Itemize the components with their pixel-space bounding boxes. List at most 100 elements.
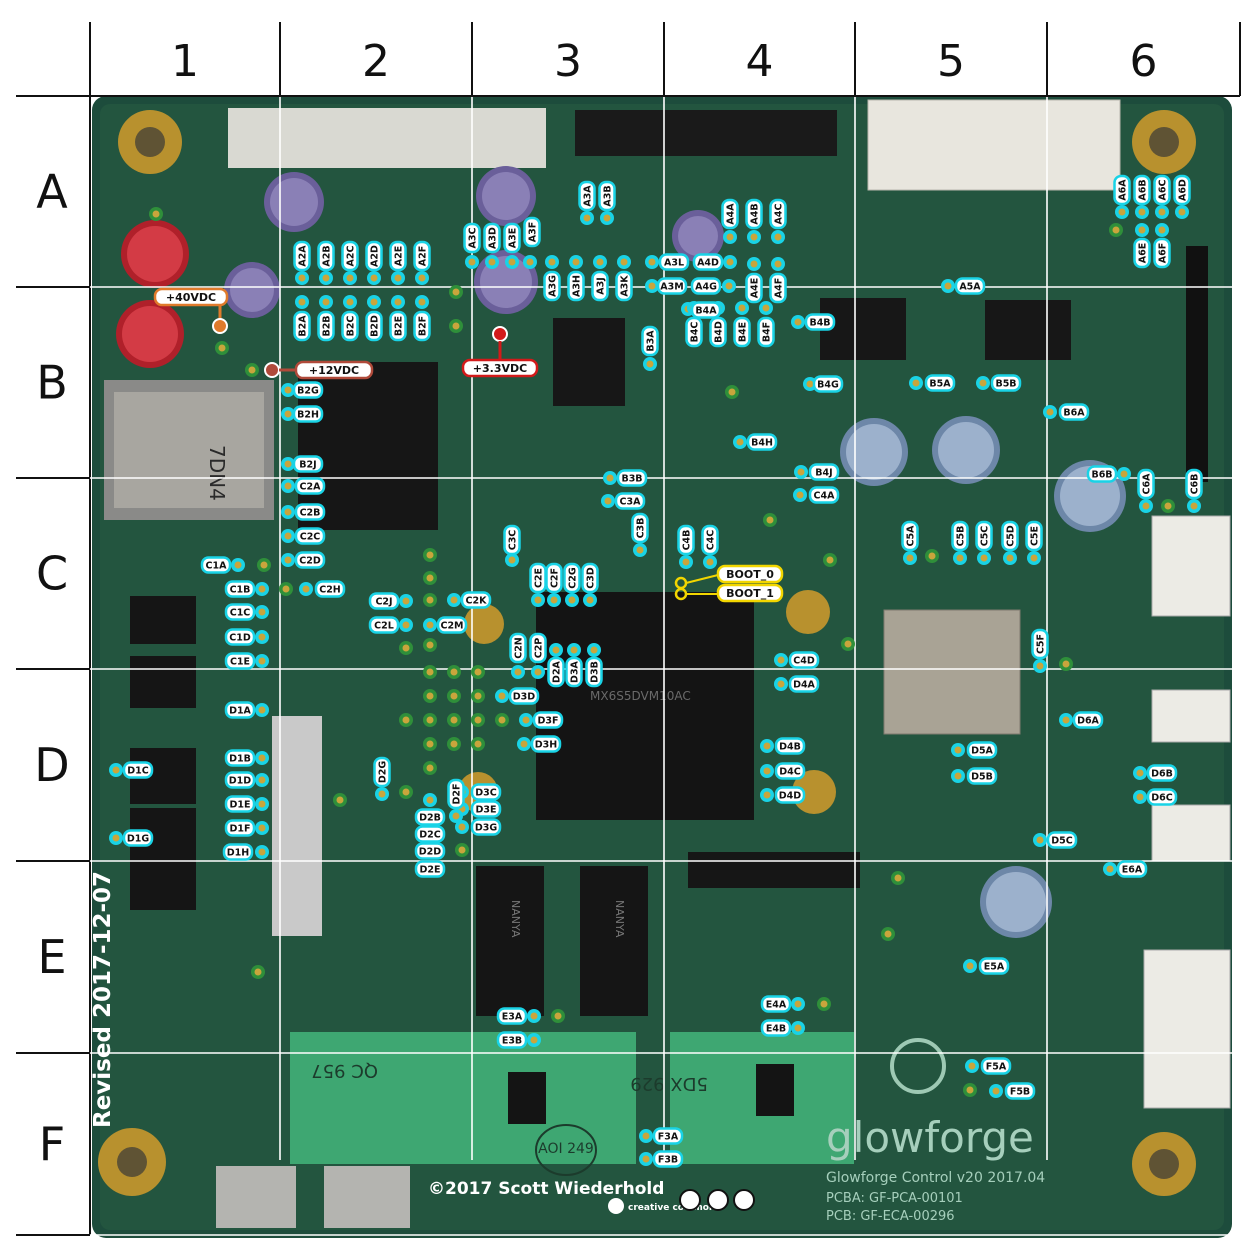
test-point-label-box: [656, 277, 688, 295]
test-point-label-box: [1153, 174, 1171, 206]
test-point-label: B2H: [297, 410, 319, 421]
row-header: F: [39, 1117, 65, 1171]
test-point-label: B6A: [1063, 408, 1085, 419]
test-point-label: D1A: [229, 706, 251, 717]
test-point-label-box: [496, 1007, 528, 1025]
test-point-label-box: [463, 222, 481, 254]
test-point-label: B4J: [815, 468, 832, 479]
column-header: 2: [362, 36, 390, 87]
column-header: 1: [171, 36, 199, 87]
test-point-label-box: [389, 240, 407, 272]
test-point-label-box: [389, 310, 407, 342]
test-point-label-box: [483, 222, 501, 254]
test-point-label: D3E: [476, 805, 497, 816]
test-point-label: C2H: [319, 585, 341, 596]
board-pcb: PCB: GF-ECA-00296: [826, 1209, 955, 1224]
test-point-label: B4C: [690, 322, 701, 343]
test-point-label-box: [224, 701, 256, 719]
test-point-label-box: [292, 455, 324, 473]
test-point-label-box: [436, 616, 468, 634]
test-point-label: A6D: [1178, 179, 1189, 201]
test-point-label-box: [224, 652, 256, 670]
test-point-label: D4A: [793, 680, 815, 691]
test-point-label-box: [1004, 1082, 1036, 1100]
aoi-stamp-circle: [535, 1124, 597, 1176]
test-point-label: B5B: [995, 379, 1016, 390]
test-point-label-box: [615, 270, 633, 302]
test-point-label: D5A: [971, 746, 993, 757]
test-point-label: D6C: [1151, 793, 1172, 804]
pad-3v3dc[interactable]: [492, 326, 508, 342]
test-point-label-box: [614, 492, 646, 510]
test-point-label: A3B: [603, 185, 614, 206]
ram-chip-1-label: NANYA: [509, 900, 522, 938]
connector-right-1: [1151, 515, 1231, 617]
test-point-label: A3L: [664, 258, 684, 269]
test-point-label: C2K: [466, 596, 488, 607]
test-point-label-box: [812, 375, 844, 393]
test-point-label: B4H: [751, 438, 773, 449]
test-point-label: B4D: [714, 321, 725, 343]
test-point-label-box: [294, 503, 326, 521]
connector-right-2: [1151, 689, 1231, 743]
test-point-label-box: [413, 240, 431, 272]
pad-40vdc[interactable]: [212, 318, 228, 334]
test-point-label-box: [631, 512, 649, 544]
test-point-label-box: [690, 277, 722, 295]
test-point-label: F3A: [658, 1132, 679, 1143]
test-point-label: D2B: [419, 813, 441, 824]
test-point-label: D3H: [535, 740, 557, 751]
test-point-label: C2G: [568, 567, 579, 589]
test-point-label-box: [733, 316, 751, 348]
callout-boot1: BOOT_1: [726, 587, 774, 600]
test-point-label-box: [1133, 237, 1151, 269]
test-point-label: A6F: [1158, 243, 1169, 263]
test-point-label: A4C: [774, 204, 785, 225]
test-point-label: E3B: [502, 1036, 522, 1047]
test-point-label-box: [292, 381, 324, 399]
wifi-module-u25: [883, 609, 1021, 735]
sd-card: [114, 392, 264, 508]
test-point-label: D3D: [513, 692, 535, 703]
aoi-stamp: AOI 249: [538, 1141, 594, 1157]
test-point-label-box: [530, 735, 562, 753]
test-point-label: A4B: [750, 203, 761, 224]
test-point-label-box: [1031, 628, 1049, 660]
test-point-label: B4B: [809, 318, 830, 329]
test-point-label-box: [1185, 468, 1203, 500]
test-point-label: B3A: [646, 330, 657, 352]
test-point-label: D4B: [779, 742, 801, 753]
test-point-label: C3B: [636, 518, 647, 539]
test-point-label: C5D: [1006, 525, 1017, 547]
ic-u7: [130, 656, 196, 708]
test-point-label: D3C: [475, 788, 496, 799]
test-point-label: A4A: [726, 203, 737, 225]
test-point-label: B4F: [762, 322, 773, 342]
test-point-label: D1E: [230, 800, 251, 811]
test-point-label: A4F: [774, 278, 785, 298]
pad-12vdc[interactable]: [264, 362, 280, 378]
test-point-label: D3G: [475, 823, 497, 834]
row-header: C: [36, 547, 68, 601]
test-point-label-box: [1046, 831, 1078, 849]
test-point-label: A3G: [548, 275, 559, 297]
test-point-label-box: [547, 656, 565, 688]
test-point-label: D1B: [229, 754, 251, 765]
test-point-label-box: [581, 562, 599, 594]
test-point-label-box: [414, 825, 446, 843]
solder-pad-area-left: [290, 1032, 636, 1164]
test-point-label-box: [545, 562, 563, 594]
test-point-label: A2C: [346, 246, 357, 267]
callout-40vdc-box: [153, 287, 229, 307]
test-point-label: C1D: [229, 633, 251, 644]
test-point-label-box: [769, 272, 787, 304]
test-point-label: C2C: [300, 532, 321, 543]
test-point-label: A4E: [750, 278, 761, 298]
test-point-label: E6A: [1122, 865, 1143, 876]
test-point-label-box: [757, 316, 775, 348]
test-point-label-box: [224, 819, 256, 837]
callout-boot0-box: [716, 564, 784, 584]
callout-3v3dc-box: [461, 358, 539, 378]
